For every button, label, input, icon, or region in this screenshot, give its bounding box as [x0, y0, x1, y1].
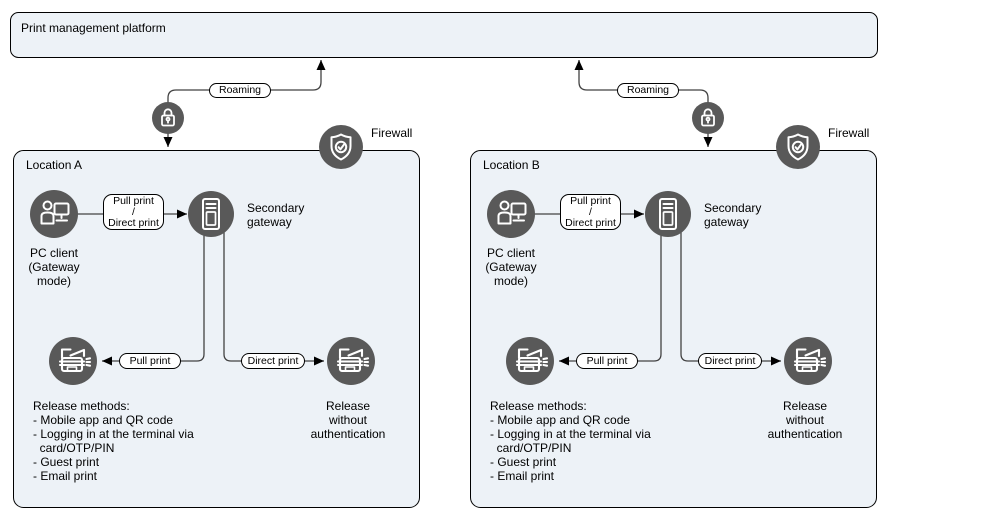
pc-client-label-a: PC client (Gateway mode)	[28, 246, 80, 288]
roaming-connector-b	[574, 60, 713, 147]
firewall-label-a: Firewall	[371, 126, 413, 140]
pull-or-direct-print-label-b: Pull print / Direct print	[560, 194, 621, 230]
pull-print-pill-a: Pull print	[119, 353, 181, 369]
location-b-title: Location B	[483, 158, 540, 172]
release-without-auth-label-b: Release without authentication	[767, 399, 843, 441]
roaming-pill-a: Roaming	[209, 83, 271, 98]
direct-print-pill-b: Direct print	[698, 353, 762, 369]
pull-print-pill-b: Pull print	[576, 353, 638, 369]
firewall-label-b: Firewall	[828, 126, 870, 140]
location-a-title: Location A	[26, 158, 83, 172]
roaming-pill-b: Roaming	[617, 83, 679, 98]
print-management-platform-box	[10, 12, 878, 58]
roaming-connector-a	[163, 60, 326, 147]
release-methods-label-a: Release methods: - Mobile app and QR cod…	[33, 399, 194, 483]
direct-print-pill-a: Direct print	[241, 353, 305, 369]
release-without-auth-label-a: Release without authentication	[310, 399, 386, 441]
lock-icon	[152, 102, 184, 134]
secondary-gateway-label-a: Secondary gateway	[247, 201, 305, 229]
secondary-gateway-label-b: Secondary gateway	[704, 201, 762, 229]
pull-or-direct-print-label-a: Pull print / Direct print	[103, 194, 164, 230]
lock-icon	[692, 102, 724, 134]
pc-client-label-b: PC client (Gateway mode)	[485, 246, 537, 288]
platform-title: Print management platform	[21, 21, 166, 35]
release-methods-label-b: Release methods: - Mobile app and QR cod…	[490, 399, 651, 483]
